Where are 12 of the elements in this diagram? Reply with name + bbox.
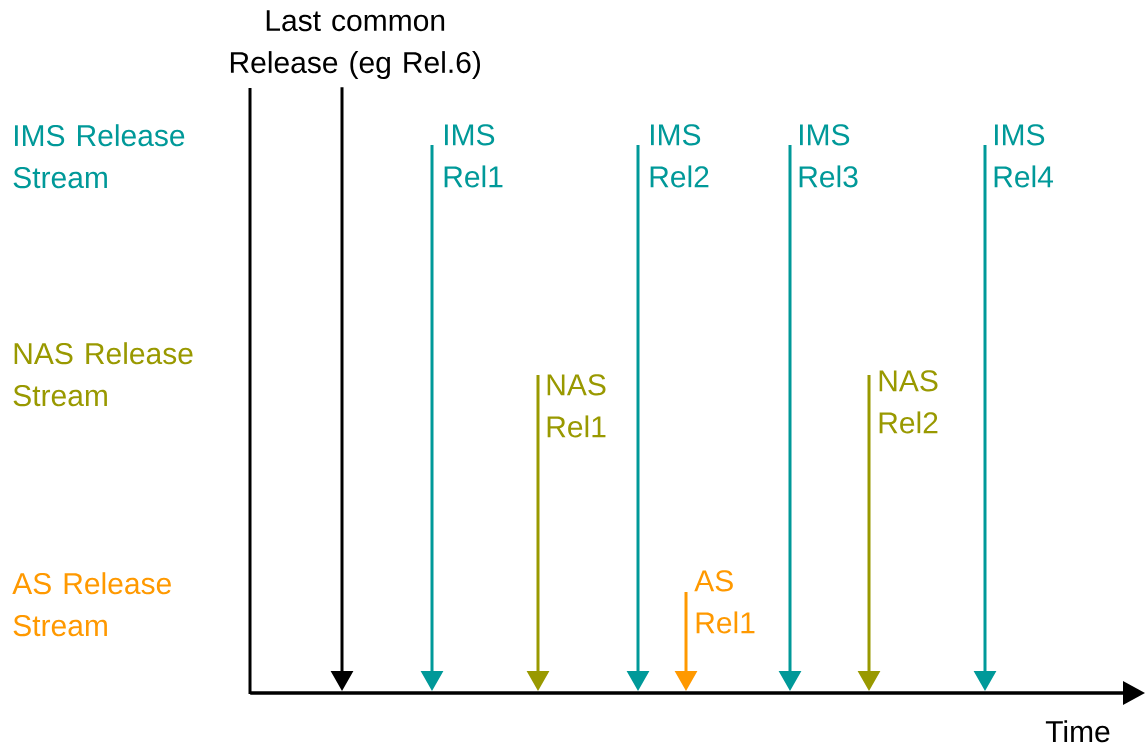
release-label: IMS Rel1 — [444, 124, 503, 188]
stream-label: NAS Release Stream — [13, 342, 193, 407]
time-axis — [250, 681, 1145, 705]
stream-label: IMS Release Stream — [13, 124, 185, 189]
stream-label: AS Release Stream — [12, 572, 171, 637]
release-label: IMS Rel2 — [650, 124, 709, 188]
release-label: IMS Rel3 — [799, 124, 858, 188]
release-label: NAS Rel1 — [547, 374, 606, 438]
release-label: NAS Rel2 — [879, 370, 938, 434]
release-label: Last common Release (eg Rel.6) — [230, 10, 480, 80]
release-label: AS Rel1 — [694, 570, 755, 634]
release-label: IMS Rel4 — [994, 124, 1053, 188]
